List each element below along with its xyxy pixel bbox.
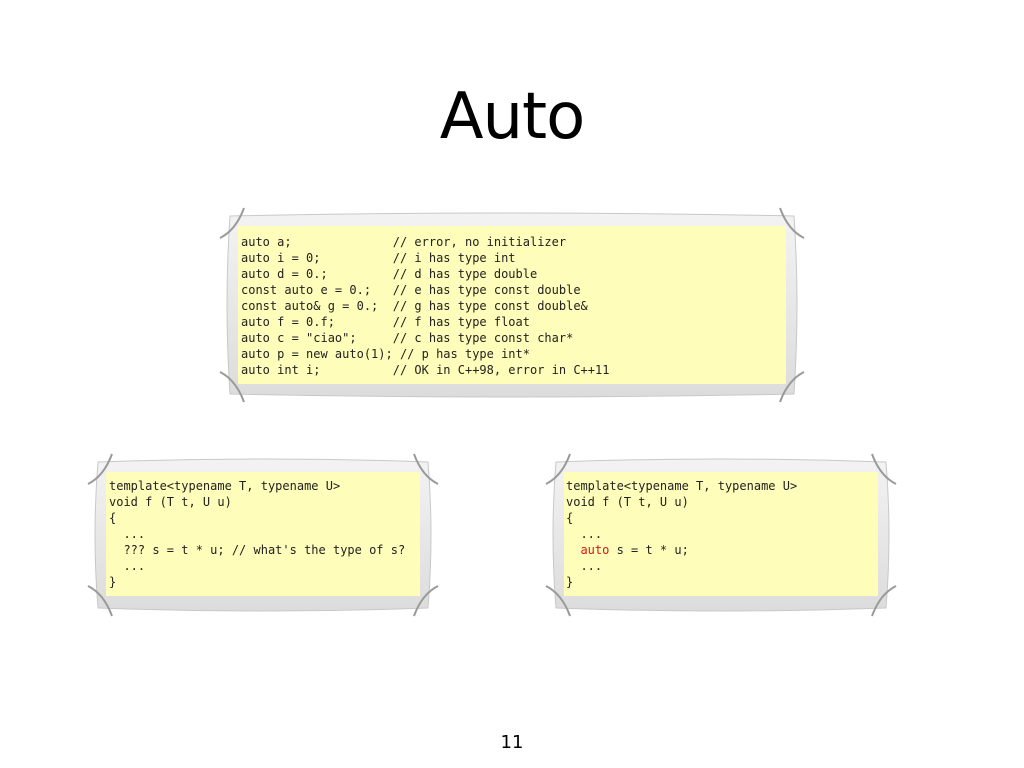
code-indent	[566, 543, 580, 557]
code-line-rest: s = t * u;	[609, 543, 689, 557]
code-line: const auto& g = 0.; // g has type const …	[241, 299, 588, 313]
code-line: auto c = "ciao"; // c has type const cha…	[241, 331, 574, 345]
photo-frame-decoration	[87, 453, 439, 617]
code-line: ...	[566, 559, 603, 573]
code-line: }	[109, 575, 117, 589]
code-frame-auto-examples: auto a; // error, no initializer auto i =…	[208, 200, 816, 410]
code-line: template<typename T, typename U>	[109, 479, 341, 493]
code-line: }	[566, 575, 574, 589]
slide-title: Auto	[439, 80, 586, 154]
code-line: auto i = 0; // i has type int	[241, 251, 516, 265]
code-line: auto a; // error, no initializer	[241, 235, 567, 249]
code-frame-template-unknown: template<typename T, typename U> void f (…	[76, 446, 450, 624]
code-line: {	[566, 511, 574, 525]
code-line: void f (T t, U u)	[109, 495, 232, 509]
code-line: {	[109, 511, 117, 525]
code-line: ...	[109, 527, 146, 541]
photo-frame-decoration	[545, 453, 897, 617]
code-frame-template-auto: template<typename T, typename U> void f (…	[534, 446, 908, 624]
slide-number: 11	[500, 732, 524, 753]
code-block-main: auto a; // error, no initializer auto i =…	[241, 234, 609, 378]
code-block-right: template<typename T, typename U> void f (…	[566, 478, 797, 590]
code-background	[238, 226, 786, 384]
auto-keyword-highlight: auto	[580, 543, 610, 557]
photo-frame-decoration	[219, 207, 805, 403]
code-line: const auto e = 0.; // e has type const d…	[241, 283, 581, 297]
code-line: auto d = 0.; // d has type double	[241, 267, 538, 281]
code-line: auto int i; // OK in C++98, error in C++…	[241, 363, 610, 377]
code-line: auto p = new auto(1); // p has type int*	[241, 347, 530, 361]
code-background	[564, 472, 878, 596]
code-line: void f (T t, U u)	[566, 495, 689, 509]
code-line: ...	[566, 527, 603, 541]
code-line: ??? s = t * u; // what's the type of s?	[109, 543, 406, 557]
code-block-left: template<typename T, typename U> void f (…	[109, 478, 405, 590]
code-line: template<typename T, typename U>	[566, 479, 798, 493]
code-background	[106, 472, 420, 596]
code-line: auto f = 0.f; // f has type float	[241, 315, 530, 329]
code-line: ...	[109, 559, 146, 573]
code-line: auto s = t * u;	[566, 542, 797, 558]
